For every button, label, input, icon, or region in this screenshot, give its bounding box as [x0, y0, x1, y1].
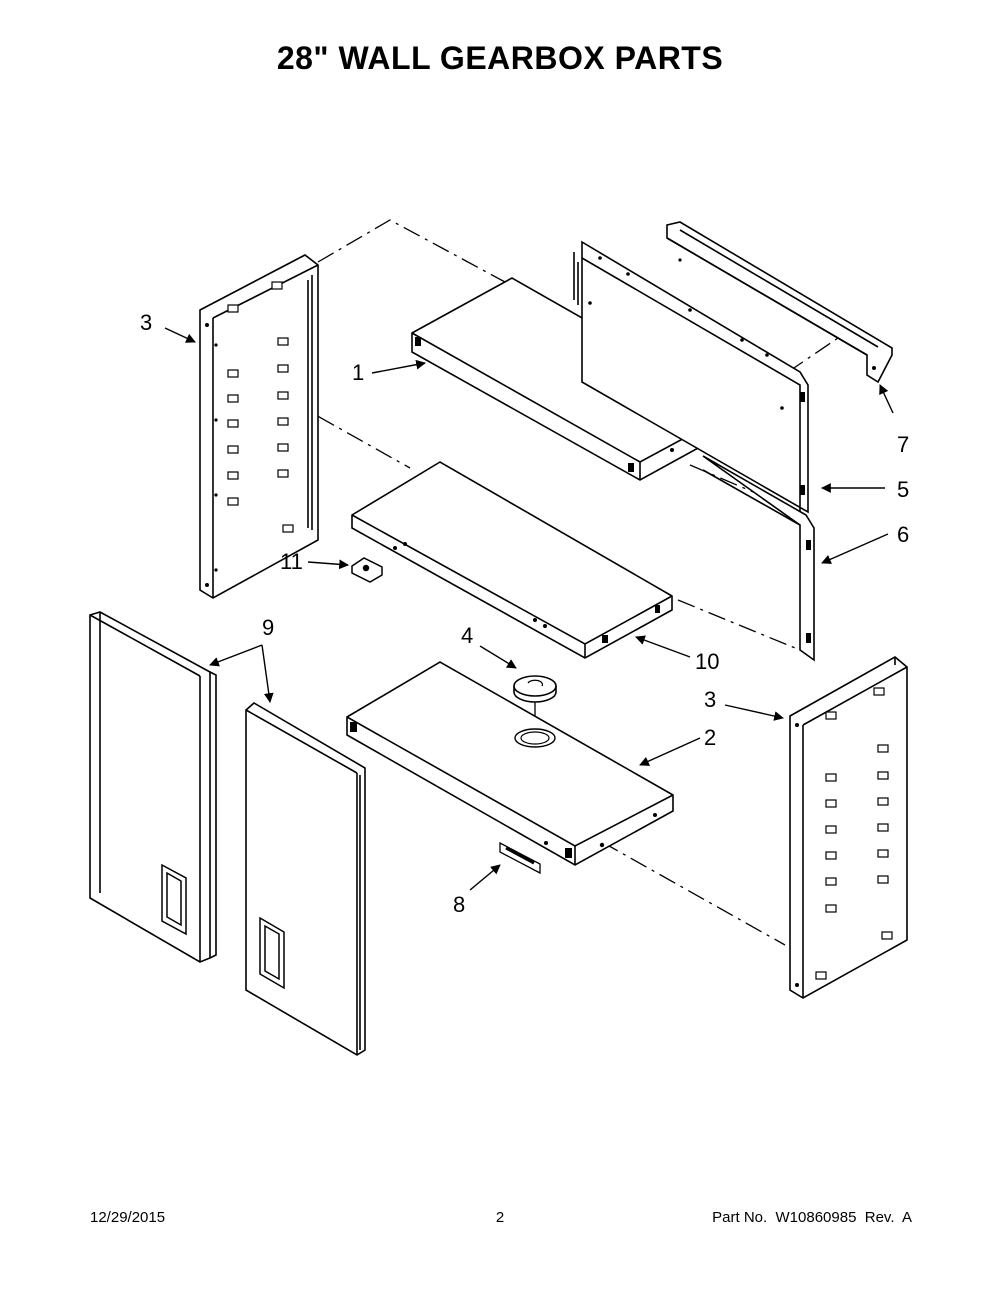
callout-11: 11: [280, 549, 303, 574]
callout-5: 5: [897, 477, 909, 502]
callout-6: 6: [897, 522, 909, 547]
callout-8: 8: [453, 892, 465, 917]
back-panel: [573, 240, 809, 514]
bottom-shelf: [346, 661, 674, 866]
right-panel-slots: [815, 687, 893, 980]
footer-date: 12/29/2015: [90, 1209, 166, 1226]
logo-badge: [499, 841, 541, 875]
leader-arrows: [164, 327, 894, 891]
bottom-back-panel: [702, 455, 815, 662]
left-door: [89, 611, 217, 963]
middle-shelf: [351, 461, 673, 659]
right-door: [245, 702, 366, 1056]
left-side-panel: [199, 254, 319, 599]
right-door-handle: [259, 916, 285, 990]
top-rail: [666, 221, 893, 384]
callout-3-left: 3: [140, 310, 152, 335]
callout-7: 7: [897, 432, 909, 457]
callout-3-right: 3: [704, 687, 716, 712]
left-panel-slots: [227, 281, 294, 533]
callout-10: 10: [695, 649, 719, 674]
callout-2: 2: [704, 725, 716, 750]
right-side-panel: [789, 656, 908, 999]
grommet-cap: [513, 675, 557, 703]
callout-4: 4: [461, 623, 473, 648]
callout-1: 1: [352, 360, 364, 385]
left-door-handle: [161, 863, 187, 936]
bracket: [351, 557, 383, 583]
footer-page-number: 2: [495, 1209, 505, 1226]
footer-part-number: Part No. W10860985 Rev. A: [712, 1209, 912, 1226]
callout-9: 9: [262, 615, 274, 640]
callout-labels: 1 2 3 3 4 5 6 7 8 9 10 11: [140, 310, 909, 917]
page-title: 28" WALL GEARBOX PARTS: [276, 40, 724, 76]
